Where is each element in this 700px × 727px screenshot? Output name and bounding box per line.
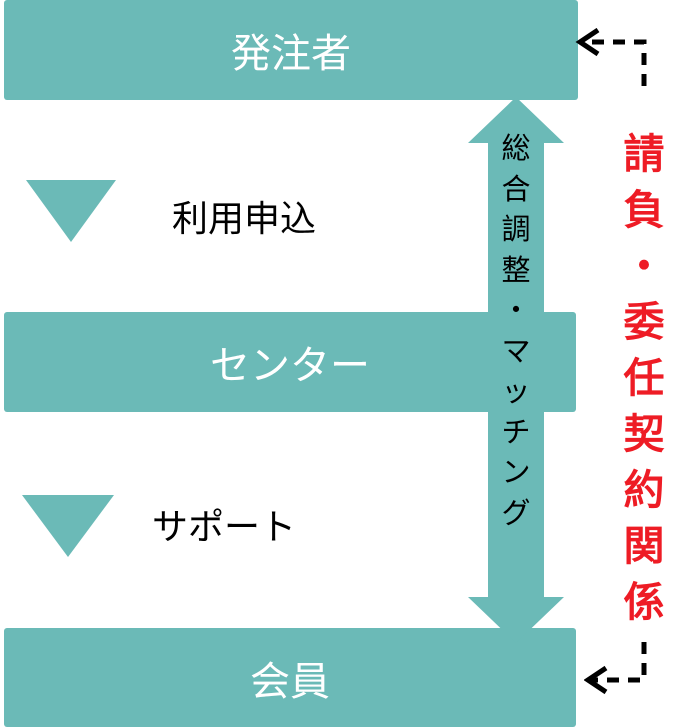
contract-char: 係 bbox=[623, 578, 665, 626]
contract-char: 約 bbox=[623, 466, 665, 514]
dashed-return-arrow-icon bbox=[575, 28, 647, 86]
contract-char: 請 bbox=[623, 130, 665, 178]
flow-label-application: 利用申込 bbox=[172, 199, 317, 240]
contract-char: 契 bbox=[623, 410, 665, 458]
matching-char: 整 bbox=[501, 252, 531, 287]
contract-char: 任 bbox=[623, 354, 665, 402]
member-label: 会員 bbox=[250, 658, 330, 705]
contract-char: ・ bbox=[623, 242, 665, 290]
down-triangle-icon bbox=[22, 495, 114, 557]
contract-vertical-label: 請 負 ・ 委 任 契 約 関 係 bbox=[617, 126, 671, 630]
down-triangle-icon bbox=[26, 180, 116, 242]
member-box: 会員 bbox=[4, 628, 576, 727]
matching-char: グ bbox=[501, 495, 531, 530]
double-arrow-icon bbox=[468, 97, 564, 643]
center-label: センター bbox=[210, 343, 370, 389]
contract-char: 関 bbox=[623, 522, 665, 570]
matching-char: 総 bbox=[501, 131, 531, 165]
flow-label-support: サポート bbox=[152, 507, 297, 548]
center-box: センター bbox=[4, 312, 576, 412]
contract-char: 委 bbox=[623, 298, 665, 346]
matching-char: ・ bbox=[501, 293, 531, 327]
orderer-box: 発注者 bbox=[4, 0, 578, 100]
matching-vertical-label: 総 合 調 整 ・ マ ッ チ ン グ bbox=[495, 128, 537, 533]
matching-char: マ bbox=[501, 333, 531, 368]
dashed-return-arrow-icon bbox=[584, 642, 647, 695]
matching-char: 合 bbox=[501, 171, 531, 206]
matching-char: ッ bbox=[501, 374, 531, 408]
contract-char: 負 bbox=[623, 186, 665, 234]
matching-char: チ bbox=[501, 414, 531, 449]
orderer-label: 発注者 bbox=[231, 31, 351, 77]
matching-char: ン bbox=[501, 455, 531, 489]
matching-char: 調 bbox=[501, 212, 531, 246]
